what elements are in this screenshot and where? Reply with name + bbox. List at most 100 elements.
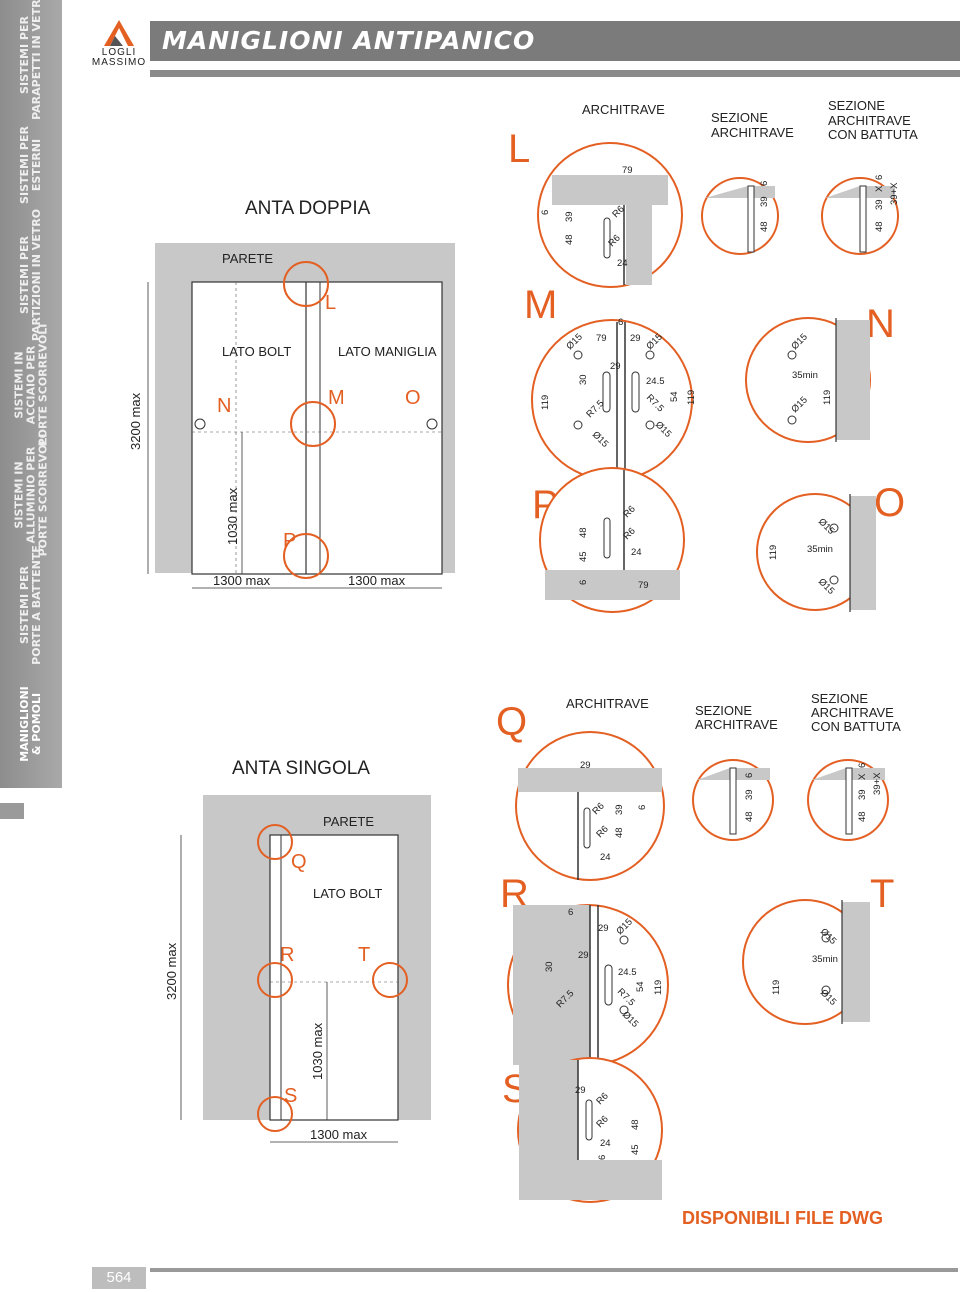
marker-O: O: [405, 387, 421, 409]
svg-text:48: 48: [614, 827, 625, 838]
marker-circle-R: [257, 962, 293, 998]
svg-text:24: 24: [631, 547, 642, 558]
svg-text:48: 48: [759, 221, 770, 232]
svg-text:ARCHITRAVE: ARCHITRAVE: [811, 705, 894, 720]
svg-text:SEZIONE: SEZIONE: [695, 703, 752, 718]
svg-text:45: 45: [630, 1144, 641, 1155]
svg-text:24: 24: [600, 1138, 611, 1149]
svg-text:6: 6: [578, 580, 589, 585]
detail-letter-O: O: [874, 481, 905, 525]
detail-letter-N: N: [866, 302, 895, 346]
svg-text:119: 119: [768, 545, 779, 560]
lato-maniglia-label: LATO MANIGLIA: [338, 344, 437, 359]
svg-text:54: 54: [635, 981, 646, 992]
svg-text:35min: 35min: [792, 370, 818, 381]
svg-text:SEZIONE: SEZIONE: [811, 691, 868, 706]
svg-text:6: 6: [597, 1155, 608, 1160]
detail-letter-Q: Q: [496, 700, 527, 744]
svg-text:48: 48: [630, 1119, 641, 1130]
caption-sezione-1: SEZIONE: [711, 110, 768, 125]
width-left-dim: 1300 max: [213, 573, 271, 588]
svg-text:35min: 35min: [807, 544, 833, 555]
svg-text:119: 119: [540, 395, 551, 410]
svg-text:29: 29: [610, 361, 621, 372]
width-dim: 1300 max: [310, 1127, 368, 1142]
svg-text:6: 6: [540, 210, 551, 215]
marker-circle-T: [372, 962, 408, 998]
svg-text:6: 6: [857, 763, 868, 768]
header-divider: [150, 70, 960, 77]
page-number: 564: [92, 1267, 146, 1289]
svg-text:29: 29: [630, 333, 641, 344]
svg-text:39: 39: [744, 789, 755, 800]
height-dim: 3200 max: [164, 942, 179, 1000]
marker-P: P: [283, 530, 296, 552]
svg-text:29: 29: [580, 760, 591, 771]
svg-text:35min: 35min: [812, 954, 838, 965]
footer-divider: [150, 1268, 958, 1272]
svg-text:39: 39: [614, 804, 625, 815]
svg-text:48: 48: [564, 234, 575, 245]
svg-text:X: X: [857, 773, 868, 780]
caption-architrave-lower: ARCHITRAVE: [566, 696, 649, 711]
svg-text:29: 29: [578, 950, 589, 961]
header-bar: [150, 21, 960, 61]
svg-text:29: 29: [598, 923, 609, 934]
handle-height-dim: 1030 max: [310, 1022, 325, 1080]
marker-T: T: [358, 944, 370, 966]
svg-text:24: 24: [600, 852, 611, 863]
svg-text:6: 6: [618, 317, 623, 328]
logo-text-bottom: MASSIMO: [91, 57, 147, 68]
anta-doppia-title: ANTA DOPPIA: [245, 198, 371, 219]
marker-circle-P: [283, 533, 329, 579]
svg-text:48: 48: [857, 811, 868, 822]
marker-circle-S: [257, 1096, 293, 1132]
detail-M: [531, 319, 693, 481]
svg-text:39+X: 39+X: [872, 772, 883, 795]
svg-text:119: 119: [822, 390, 833, 405]
marker-S: S: [284, 1085, 297, 1107]
detail-letter-M: M: [524, 283, 557, 327]
svg-text:ARCHITRAVE: ARCHITRAVE: [695, 717, 778, 732]
svg-text:45: 45: [578, 551, 589, 562]
handle-height-dim: 1030 max: [225, 487, 240, 545]
svg-text:24.5: 24.5: [646, 376, 665, 387]
marker-N: N: [217, 395, 231, 417]
svg-text:119: 119: [653, 980, 664, 995]
marker-circle-L: [283, 261, 329, 307]
door-opening: [269, 834, 399, 1121]
lato-bolt-label: LATO BOLT: [313, 886, 382, 901]
caption-sezione-2c: CON BATTUTA: [828, 127, 918, 142]
svg-text:6: 6: [744, 773, 755, 778]
svg-text:30: 30: [544, 961, 555, 972]
svg-text:119: 119: [686, 390, 697, 405]
svg-text:48: 48: [744, 811, 755, 822]
svg-text:29: 29: [575, 1085, 586, 1096]
width-right-dim: 1300 max: [348, 573, 406, 588]
detail-letter-T: T: [870, 872, 894, 916]
category-sidebar: SISTEMI PER PARAPETTI IN VETRO SISTEMI P…: [0, 0, 62, 788]
svg-text:CON BATTUTA: CON BATTUTA: [811, 719, 901, 734]
parete-label: PARETE: [222, 251, 273, 266]
logo-mark-icon: [104, 20, 134, 46]
svg-text:39: 39: [857, 789, 868, 800]
svg-text:79: 79: [596, 333, 607, 344]
svg-text:54: 54: [669, 391, 680, 402]
marker-circle-M: [290, 401, 336, 447]
sidebar-tab: [0, 803, 24, 819]
caption-sezione-1b: ARCHITRAVE: [711, 125, 794, 140]
svg-text:6: 6: [874, 175, 885, 180]
svg-text:48: 48: [578, 527, 589, 538]
svg-text:24.5: 24.5: [618, 967, 637, 978]
parete-label: PARETE: [323, 814, 374, 829]
svg-text:6: 6: [568, 907, 573, 918]
logo-text-top: LOGLI: [101, 47, 137, 58]
marker-R: R: [280, 944, 294, 966]
svg-text:24: 24: [617, 258, 628, 269]
marker-M: M: [328, 387, 345, 409]
detail-letter-L: L: [508, 127, 530, 171]
svg-text:39: 39: [564, 211, 575, 222]
lato-bolt-label: LATO BOLT: [222, 344, 291, 359]
height-dim: 3200 max: [128, 392, 143, 450]
